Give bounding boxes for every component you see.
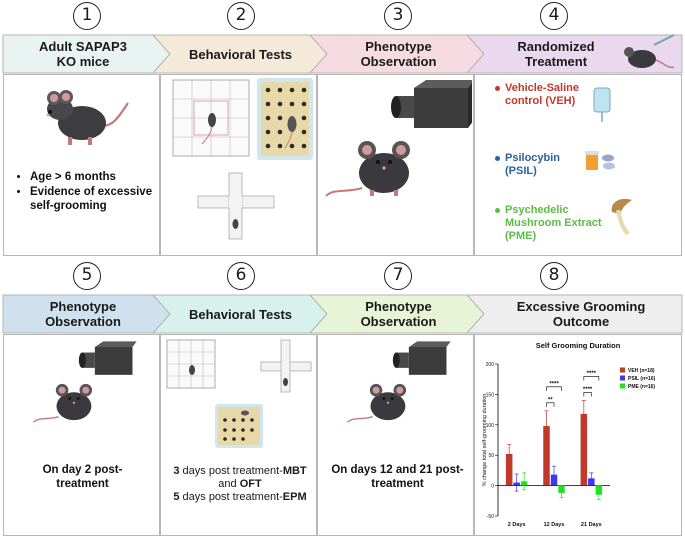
header-phenotype-observation-2: Phenotype Observation — [45, 299, 121, 329]
panel-randomized-treatment — [474, 74, 682, 256]
step-number-2: 2 — [227, 2, 255, 30]
panel-grooming-outcome — [474, 334, 682, 536]
schedule-line-1: 3 days post treatment-MBT and OFT — [173, 465, 307, 490]
header-behavioral-tests-1: Behavioral Tests — [188, 46, 293, 62]
legend-swatch — [620, 383, 625, 389]
bar — [543, 426, 550, 486]
significance-bracket — [546, 402, 555, 407]
chart-title: Self Grooming Duration — [536, 341, 621, 350]
header-behavioral-tests-2: Behavioral Tests — [188, 306, 293, 322]
header-randomized-treatment: Randomized Treatment — [517, 39, 595, 69]
y-tick-label: 200 — [486, 362, 495, 368]
header-adult-sapap3-ko-mice: Adult SAPAP3 KO mice — [39, 39, 127, 69]
panel1-criteria: Age > 6 months Evidence of excessive sel… — [14, 170, 154, 214]
y-tick-label: 0 — [491, 484, 494, 490]
treatment-psil-bullet — [495, 156, 500, 161]
mouse-icon — [46, 90, 129, 145]
panel5-text: On day 2 post-treatment — [42, 464, 123, 490]
step-number-7: 7 — [384, 262, 412, 290]
criteria-grooming: Evidence of excessive self-grooming — [30, 185, 154, 213]
mushroom-icon — [611, 198, 632, 236]
step-number-3: 3 — [384, 2, 412, 30]
marble-burying-box-icon — [215, 404, 263, 448]
step-number-5: 5 — [73, 262, 101, 290]
significance-label: ** — [548, 397, 553, 403]
chart-ylabel: % change total self-grooming duration — [482, 394, 488, 487]
criteria-age: Age > 6 months — [30, 170, 154, 184]
schedule-line-2: 5 days post treatment-EPM — [173, 491, 307, 503]
mouse-front-icon — [33, 383, 93, 423]
pill-bottle-icon — [585, 151, 615, 170]
x-tick-label: 2 Days — [508, 522, 526, 528]
open-field-grid-icon — [172, 79, 250, 157]
header-phenotype-observation-1: Phenotype Observation — [360, 39, 437, 69]
step-number-6: 6 — [227, 262, 255, 290]
mouse-front-icon — [347, 383, 407, 423]
x-tick-label: 21 Days — [581, 522, 602, 528]
treatment-pme-bullet — [495, 208, 500, 213]
behavioral-test-arenas-icon — [172, 78, 313, 240]
x-tick-label: 12 Days — [544, 522, 565, 528]
camera-icon — [391, 80, 472, 128]
step-number-8: 8 — [540, 262, 568, 290]
grooming-duration-chart: Self Grooming Duration % change total sel… — [482, 341, 656, 528]
step-number-1: 1 — [73, 2, 101, 30]
syringe-mouse-icon — [624, 34, 675, 69]
y-tick-label: 50 — [488, 453, 494, 459]
camera-icon — [78, 341, 137, 375]
header-shape-8 — [465, 294, 683, 334]
significance-label: **** — [549, 381, 559, 387]
treatment-veh: Vehicle-Saline control (VEH) — [495, 82, 615, 108]
y-tick-label: -50 — [487, 514, 494, 520]
camera-icon — [392, 341, 451, 375]
y-tick-label: 100 — [486, 423, 495, 429]
legend-label: PSIL (n=16) — [628, 376, 656, 382]
significance-label: **** — [583, 387, 593, 393]
observation-scene-3 — [347, 341, 451, 423]
header-shape-4 — [465, 34, 683, 74]
legend-label: VEH (n=18) — [628, 368, 655, 374]
legend-label: PME (n=16) — [628, 384, 655, 390]
treatment-pme: Psychedelic Mushroom Extract (PME) — [495, 204, 620, 243]
row1-header-band — [2, 34, 683, 74]
significance-label: **** — [587, 371, 597, 377]
open-field-grid-icon — [166, 339, 216, 389]
treatment-veh-bullet — [495, 86, 500, 91]
elevated-plus-maze-icon — [197, 172, 275, 240]
step-number-4: 4 — [540, 2, 568, 30]
elevated-plus-maze-icon — [260, 339, 312, 393]
legend-swatch — [620, 367, 625, 373]
significance-bracket — [583, 376, 600, 381]
bar — [505, 453, 513, 486]
panel7-text: On days 12 and 21 post-treatment — [331, 464, 464, 490]
legend-swatch — [620, 375, 625, 381]
y-tick-label: 150 — [486, 392, 495, 398]
mouse-front-icon — [325, 141, 410, 197]
bar — [580, 413, 588, 486]
observation-scene-2 — [33, 341, 137, 423]
header-excessive-grooming-outcome: Excessive Grooming Outcome — [516, 299, 646, 329]
panel-adult-mice — [3, 74, 160, 256]
header-phenotype-observation-3: Phenotype Observation — [360, 299, 437, 329]
significance-bracket — [583, 392, 592, 397]
row2-header-band — [2, 294, 683, 334]
treatment-icons — [585, 87, 632, 236]
treatment-psil: Psilocybin (PSIL) — [495, 152, 590, 178]
saline-bag-icon — [593, 87, 611, 122]
significance-bracket — [546, 386, 562, 391]
panel-phenotype-observation-2 — [3, 334, 160, 536]
marble-burying-box-icon — [257, 78, 313, 160]
panel6-schedule: 3 days post treatment-MBT and OFT 5 days… — [165, 465, 315, 504]
behavioral-test-arenas-icon-2 — [166, 339, 312, 448]
observation-scene-1 — [325, 80, 472, 197]
